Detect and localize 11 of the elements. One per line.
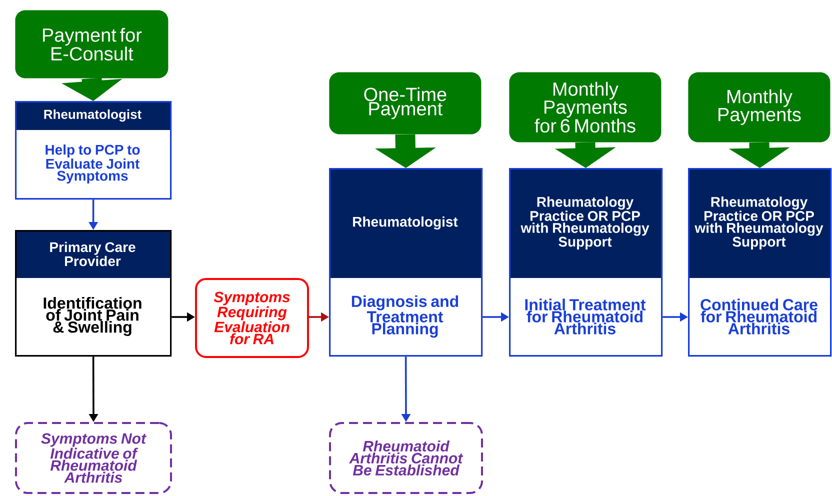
payment-callout: Monthly Payments bbox=[688, 72, 830, 142]
highlight-box: Symptoms Requiring Evaluation for RA bbox=[195, 278, 309, 358]
process-box: Rheumatology Practice OR PCP with Rheumatology Support Initial Treatment for Rheumatoid Arthritis bbox=[509, 168, 663, 357]
process-box: Rheumatology Practice OR PCP with Rheumatology Support Continued Care for Rheumatoid Arthritis bbox=[688, 168, 832, 357]
process-box: Rheumatologist Help to PCP to Evaluate Joint Symptoms bbox=[15, 101, 172, 200]
process-box: Rheumatologist Diagnosis and Treatment Planning bbox=[329, 168, 483, 357]
payment-callout: One-Time Payment bbox=[329, 72, 482, 134]
outcome-box: Symptoms Not Indicative of Rheumatoid Arthritis bbox=[15, 422, 172, 494]
process-box: Primary Care Provider Identification of Joint Pain & Swelling bbox=[15, 230, 172, 357]
outcome-box: Rheumatoid Arthritis Cannot Be Established bbox=[329, 422, 483, 494]
payment-callout: Monthly Payments for 6 Months bbox=[509, 72, 662, 142]
